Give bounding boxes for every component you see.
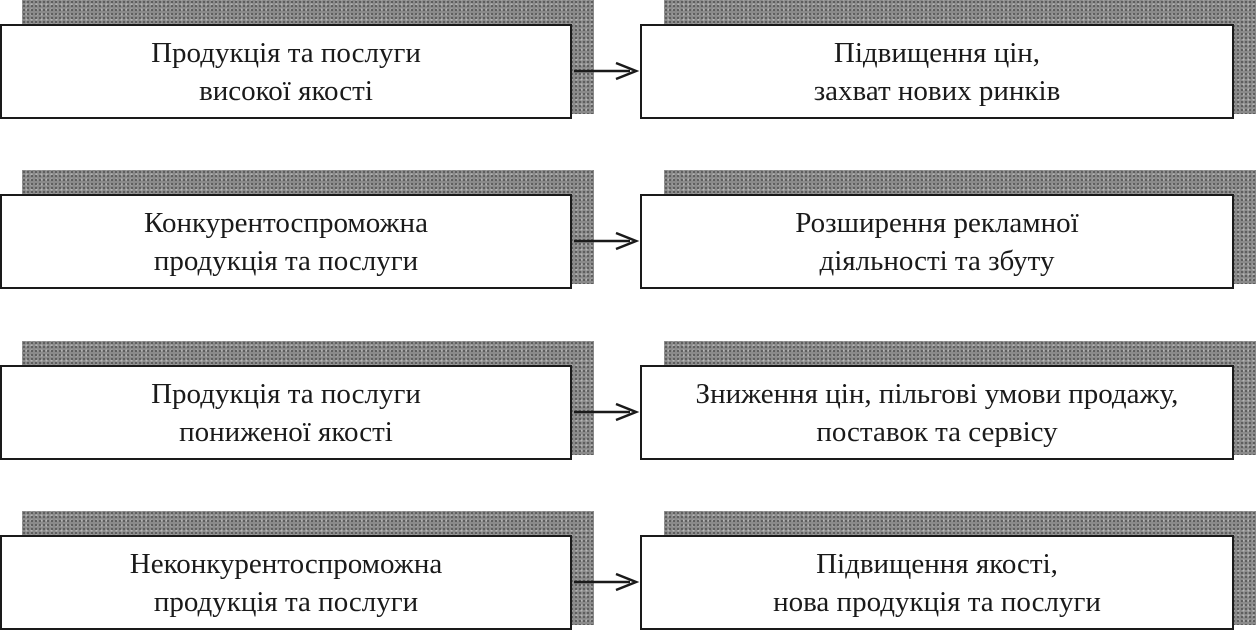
condition-node: Неконкурентоспроможна продукція та послу… [0,511,595,631]
diagram-row: Продукція та послуги високої якості Підв… [0,0,1258,120]
arrow-right-icon [574,61,640,81]
condition-line-2: продукція та послуги [153,244,419,277]
condition-text: Продукція та послуги високої якості [143,34,429,110]
condition-node: Продукція та послуги високої якості [0,0,595,120]
action-line-2: захват нових ринків [813,74,1061,107]
condition-node: Конкурентоспроможна продукція та послуги [0,170,595,290]
action-text: Підвищення якості, нова продукція та пос… [765,545,1109,621]
condition-text: Неконкурентоспроможна продукція та послу… [122,545,450,621]
condition-line-1: Неконкурентоспроможна [129,547,443,580]
action-line-1: Зниження цін, пільгові умови продажу, [695,377,1179,410]
condition-box: Неконкурентоспроможна продукція та послу… [0,535,572,630]
action-node: Зниження цін, пільгові умови продажу, по… [640,341,1258,461]
action-node: Підвищення якості, нова продукція та пос… [640,511,1258,631]
diagram-row: Продукція та послуги пониженої якості Зн… [0,341,1258,461]
action-box: Підвищення якості, нова продукція та пос… [640,535,1234,630]
action-node: Підвищення цін, захват нових ринків [640,0,1258,120]
diagram-row: Неконкурентоспроможна продукція та послу… [0,511,1258,631]
condition-line-2: продукція та послуги [153,585,419,618]
action-box: Розширення рекламної діяльності та збуту [640,194,1234,289]
action-line-1: Розширення рекламної [795,206,1079,239]
condition-text: Конкурентоспроможна продукція та послуги [136,204,436,280]
arrow-right-icon [574,231,640,251]
action-box: Підвищення цін, захват нових ринків [640,24,1234,119]
condition-line-2: пониженої якості [179,415,393,448]
action-text: Підвищення цін, захват нових ринків [806,34,1069,110]
action-line-2: нова продукція та послуги [773,585,1101,618]
arrow-right-icon [574,402,640,422]
condition-line-1: Конкурентоспроможна [144,206,428,239]
action-text: Розширення рекламної діяльності та збуту [787,204,1086,280]
condition-box: Конкурентоспроможна продукція та послуги [0,194,572,289]
condition-text: Продукція та послуги пониженої якості [143,375,429,451]
action-node: Розширення рекламної діяльності та збуту [640,170,1258,290]
condition-box: Продукція та послуги пониженої якості [0,365,572,460]
diagram-row: Конкурентоспроможна продукція та послуги… [0,170,1258,290]
action-line-1: Підвищення цін, [833,36,1041,69]
condition-node: Продукція та послуги пониженої якості [0,341,595,461]
action-box: Зниження цін, пільгові умови продажу, по… [640,365,1234,460]
action-line-2: діяльності та збуту [819,244,1055,277]
condition-line-2: високої якості [199,74,373,107]
action-line-1: Підвищення якості, [816,547,1058,580]
action-text: Зниження цін, пільгові умови продажу, по… [688,375,1187,451]
action-line-2: поставок та сервісу [816,415,1058,448]
condition-line-1: Продукція та послуги [151,377,421,410]
arrow-right-icon [574,572,640,592]
condition-line-1: Продукція та послуги [151,36,421,69]
condition-box: Продукція та послуги високої якості [0,24,572,119]
